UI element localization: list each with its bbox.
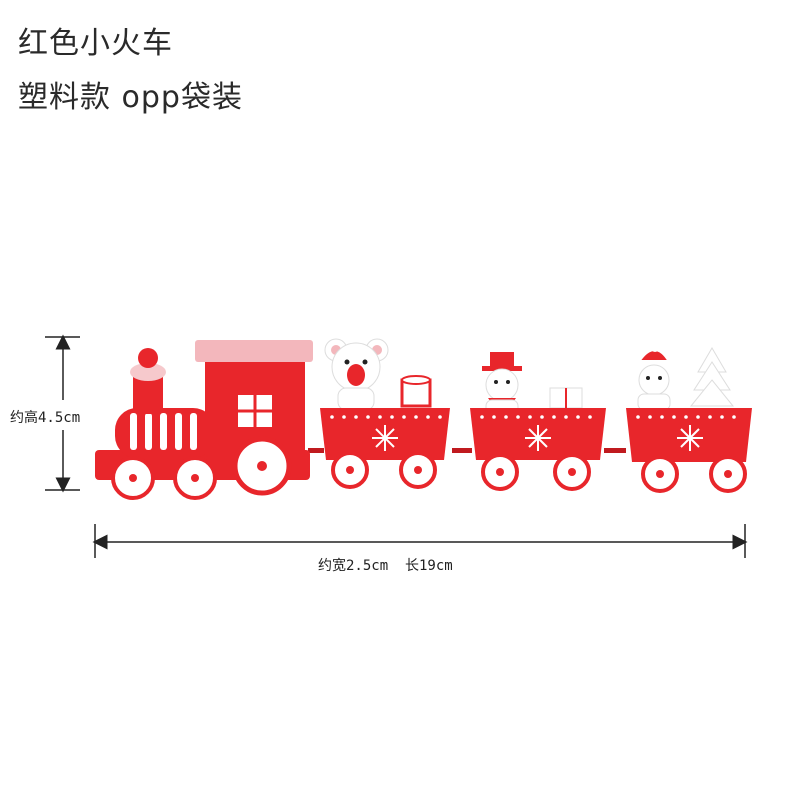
drum-figure [400,375,432,408]
car-couplers [308,448,626,453]
height-dimension-arrow [45,334,80,493]
santa-snowman-figure [637,342,671,411]
bear-figure [324,338,389,411]
christmas-tree-figure [689,347,735,407]
width-length-label: 约宽2.5cm 长19cm [318,558,453,574]
wagon-2 [470,352,606,491]
gift-box [549,387,583,409]
snowflake-pattern [525,425,551,451]
wagon-3 [626,342,752,493]
locomotive [95,340,313,500]
product-title: 红色小火车 [18,26,173,61]
product-subtitle: 塑料款 opp袋装 [18,80,243,115]
length-dimension-arrow [92,524,748,558]
height-label: 约高4.5cm [10,410,81,426]
snowflake-pattern [372,425,398,451]
snowflake-pattern [677,425,703,451]
wagon-1 [320,338,450,489]
locomotive-wheels [111,436,292,500]
snowman-figure [482,352,522,415]
